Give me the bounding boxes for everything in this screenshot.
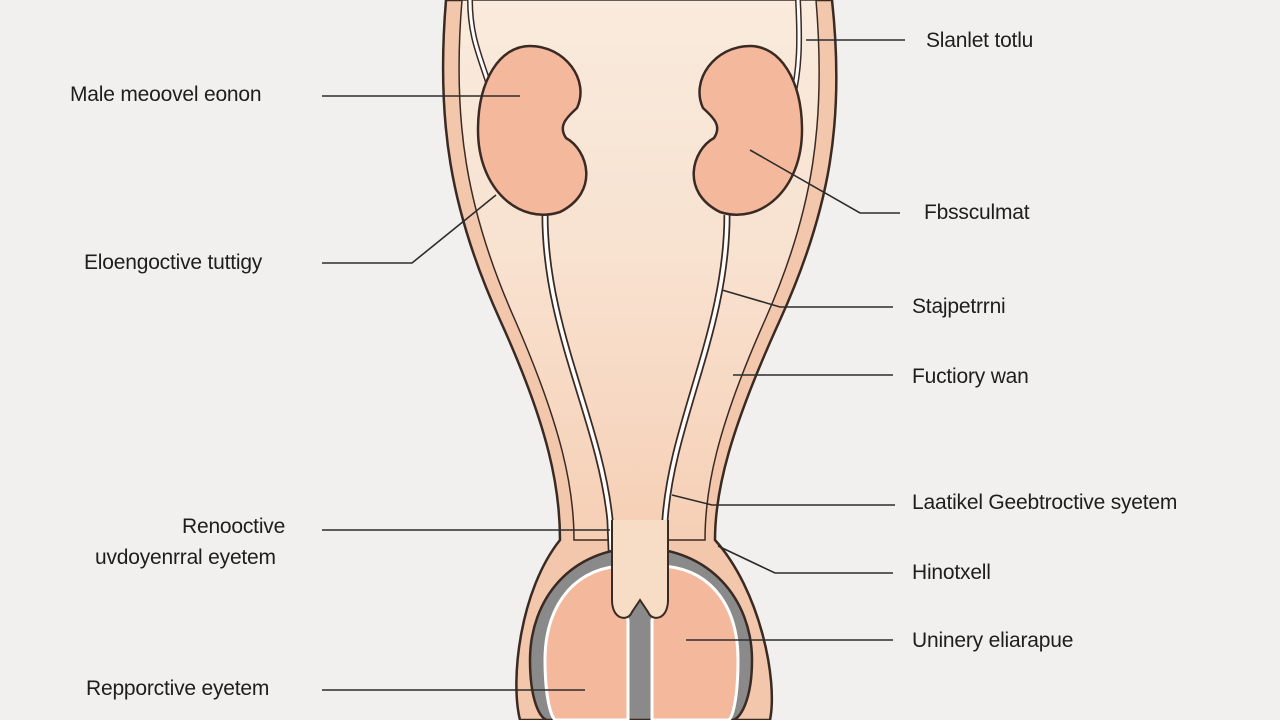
leader-lines [322, 39, 905, 691]
label-right-bottom-upper: Hinotxell [912, 561, 991, 584]
label-top-right: Slanlet totlu [926, 29, 1034, 52]
leader-line-right-mid [721, 289, 893, 308]
leader-line-right-lower [671, 494, 895, 506]
label-right-upper-mid: Fbssculmat [924, 201, 1030, 224]
label-left-lower-line1: Renooctive [182, 515, 286, 538]
leader-line-right-bottom-upper [717, 545, 893, 574]
right-kidney [692, 44, 804, 216]
label-left-upper: Male meoovel eonon [70, 83, 262, 106]
label-left-bottom: Repporctive eyetem [86, 677, 270, 700]
leader-line-left-mid [322, 194, 497, 264]
label-right-lower: Laatikel Geebtroctive syetem [912, 491, 1178, 514]
label-right-mid: Stajpetrrni [912, 295, 1006, 318]
label-right-bottom: Uninery eliarapue [912, 629, 1074, 652]
right-ureter-core [660, 214, 729, 571]
leader-line-right-upper-mid [749, 149, 900, 214]
urethra-neck [611, 520, 669, 619]
label-right-lower-mid: Fuctiory wan [912, 365, 1029, 388]
label-left-lower-line2: uvdoyenrral eyetem [95, 546, 276, 569]
left-ureter-core [543, 214, 614, 571]
label-left-mid: Eloengoctive tuttigy [84, 251, 263, 274]
left-kidney [476, 44, 588, 216]
